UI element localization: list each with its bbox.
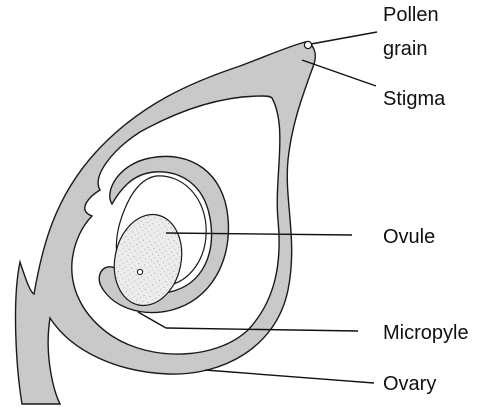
label-pollen-line1: Pollen	[383, 4, 439, 26]
ovary-leader-line	[205, 370, 374, 383]
stigma-leader-line	[302, 60, 376, 86]
label-ovary: Ovary	[383, 373, 436, 395]
label-micropyle: Micropyle	[383, 322, 469, 344]
ovule-nucleus	[137, 269, 142, 274]
pollen-leader-line	[311, 32, 377, 44]
label-stigma: Stigma	[383, 88, 446, 110]
label-pollen-line2: grain	[383, 38, 427, 60]
pollen-grain-dot	[304, 41, 311, 48]
label-ovule: Ovule	[383, 226, 435, 248]
